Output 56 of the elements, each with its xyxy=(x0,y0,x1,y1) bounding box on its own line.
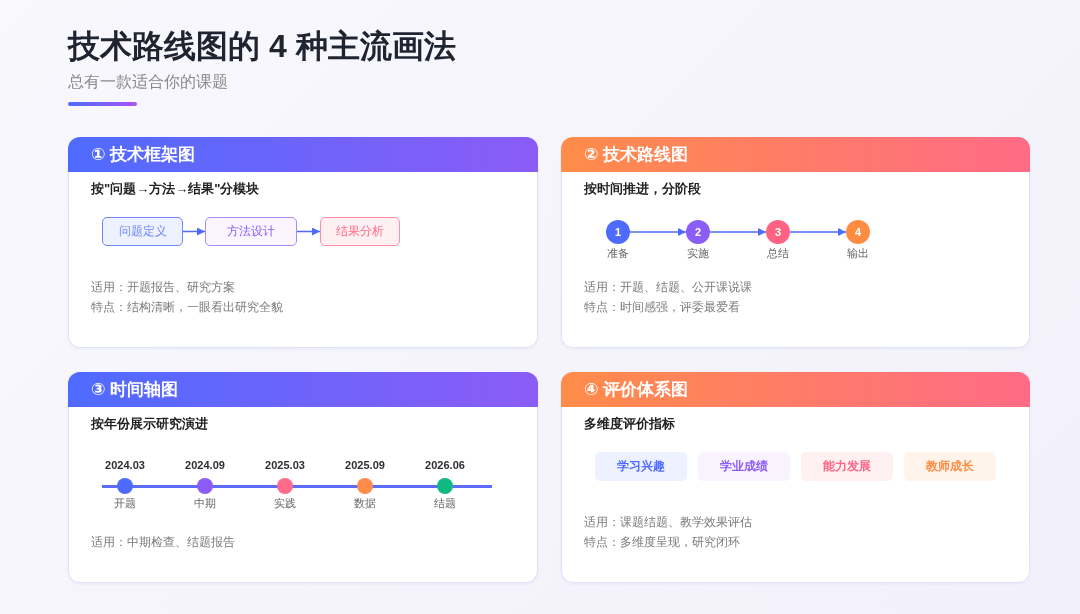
card-header: ④ 评价体系图 xyxy=(561,372,1030,407)
process-box: 结果分析 xyxy=(320,217,400,246)
milestone-label: 数据 xyxy=(354,496,376,510)
milestone-label: 中期 xyxy=(194,496,216,510)
step-label: 准备 xyxy=(607,246,629,260)
milestone-label: 结题 xyxy=(434,496,456,510)
step-circle: 4 xyxy=(846,220,870,244)
arrow xyxy=(629,228,687,236)
date-label: 2025.09 xyxy=(345,458,385,472)
timeline-dot xyxy=(357,478,373,494)
step-circle: 1 xyxy=(606,220,630,244)
note-text: 特点：时间感强，评委最爱看 xyxy=(584,299,740,316)
note-text: 特点：多维度呈现，研究闭环 xyxy=(584,534,740,551)
card xyxy=(68,372,538,583)
card-header: ③ 时间轴图 xyxy=(68,372,538,407)
indicator-tag: 学习兴趣 xyxy=(595,452,687,481)
milestone-label: 开题 xyxy=(114,496,136,510)
title: 技术路线图的 4 种主流画法 xyxy=(68,27,456,66)
card-subtitle: 按时间推进，分阶段 xyxy=(584,180,701,198)
indicator-tag: 学业成绩 xyxy=(698,452,790,481)
indicator-tag: 能力发展 xyxy=(801,452,893,481)
step-circle: 3 xyxy=(766,220,790,244)
date-label: 2025.03 xyxy=(265,458,305,472)
date-label: 2026.06 xyxy=(425,458,465,472)
arrow xyxy=(789,228,847,236)
indicator-tag: 教师成长 xyxy=(904,452,996,481)
process-box: 问题定义 xyxy=(102,217,183,246)
note-text: 适用：开题报告、研究方案 xyxy=(91,279,235,296)
arrow xyxy=(296,227,321,236)
card-subtitle: 按年份展示研究演进 xyxy=(91,415,208,433)
process-box: 方法设计 xyxy=(205,217,297,246)
step-label: 输出 xyxy=(847,246,869,260)
date-label: 2024.09 xyxy=(185,458,225,472)
card xyxy=(561,372,1030,583)
date-label: 2024.03 xyxy=(105,458,145,472)
arrow xyxy=(709,228,767,236)
timeline-dot xyxy=(117,478,133,494)
timeline-dot xyxy=(277,478,293,494)
card-subtitle: 多维度评价指标 xyxy=(584,415,675,433)
subtitle: 总有一款适合你的课题 xyxy=(68,72,228,92)
card-header: ① 技术框架图 xyxy=(68,137,538,172)
timeline-dot xyxy=(437,478,453,494)
step-label: 总结 xyxy=(767,246,789,260)
note-text: 特点：结构清晰，一眼看出研究全貌 xyxy=(91,299,283,316)
milestone-label: 实践 xyxy=(274,496,296,510)
card xyxy=(68,137,538,348)
timeline-dot xyxy=(197,478,213,494)
note-text: 适用：课题结题、教学效果评估 xyxy=(584,514,752,531)
arrow xyxy=(182,227,206,236)
note-text: 适用：开题、结题、公开课说课 xyxy=(584,279,752,296)
card-subtitle: 按"问题→方法→结果"分模块 xyxy=(91,180,260,198)
note-text: 适用：中期检查、结题报告 xyxy=(91,534,235,551)
card-header: ② 技术路线图 xyxy=(561,137,1030,172)
step-label: 实施 xyxy=(687,246,709,260)
card xyxy=(561,137,1030,348)
step-circle: 2 xyxy=(686,220,710,244)
